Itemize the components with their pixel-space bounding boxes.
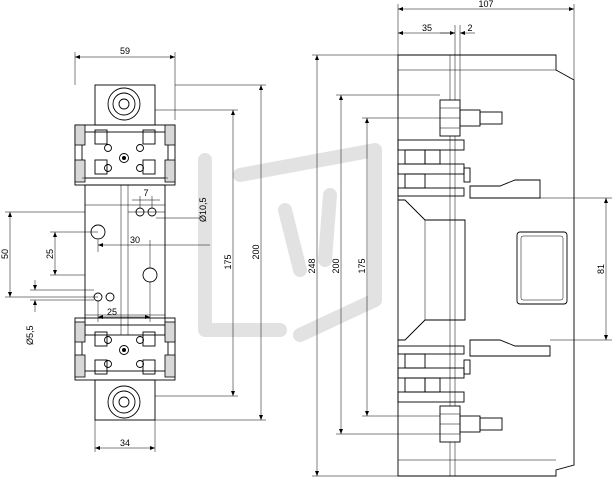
- dim-side-depth-total: 107: [478, 0, 493, 9]
- bottom-terminal-block: [74, 317, 176, 421]
- dim-side-height-inner: 175: [357, 258, 367, 273]
- front-view: 59 34 7 Ø10,5 30 175 200 50: [0, 46, 266, 452]
- side-view: 107 35 2 248 200 175 81: [307, 0, 612, 477]
- dim-front-width-bottom: 34: [120, 438, 130, 448]
- dim-mount-spacing: 50: [0, 249, 10, 259]
- dim-hole-diameter: Ø10,5: [198, 197, 208, 222]
- dim-hole-offset: 30: [130, 235, 140, 245]
- side-top-terminal: [397, 99, 541, 199]
- side-window: [516, 231, 568, 305]
- dim-front-height-outer: 200: [251, 244, 261, 259]
- dim-front-width-top: 59: [120, 46, 130, 56]
- top-terminal-block: [74, 84, 176, 186]
- plate-hole: [142, 267, 158, 283]
- dim-side-depth-plate: 2: [467, 23, 472, 33]
- dim-mount-hole-diameter: Ø5,5: [25, 325, 35, 345]
- side-bottom-terminal: [397, 339, 551, 443]
- dim-mount-hole-spacing: 25: [107, 307, 117, 317]
- dim-mount-offset: 25: [45, 249, 55, 259]
- dim-side-depth-front: 35: [422, 23, 432, 33]
- dim-side-window-height: 81: [596, 264, 606, 274]
- dim-side-height-outer: 200: [331, 258, 341, 273]
- watermark-icon: [198, 143, 382, 342]
- dim-slot-width: 7: [143, 188, 148, 198]
- side-housing: [397, 54, 575, 477]
- mount-hole: [105, 292, 115, 302]
- side-body: [398, 199, 466, 341]
- dim-side-height-total: 248: [307, 258, 317, 273]
- front-base-plate: [84, 184, 166, 336]
- dim-front-height-inner: 175: [223, 254, 233, 269]
